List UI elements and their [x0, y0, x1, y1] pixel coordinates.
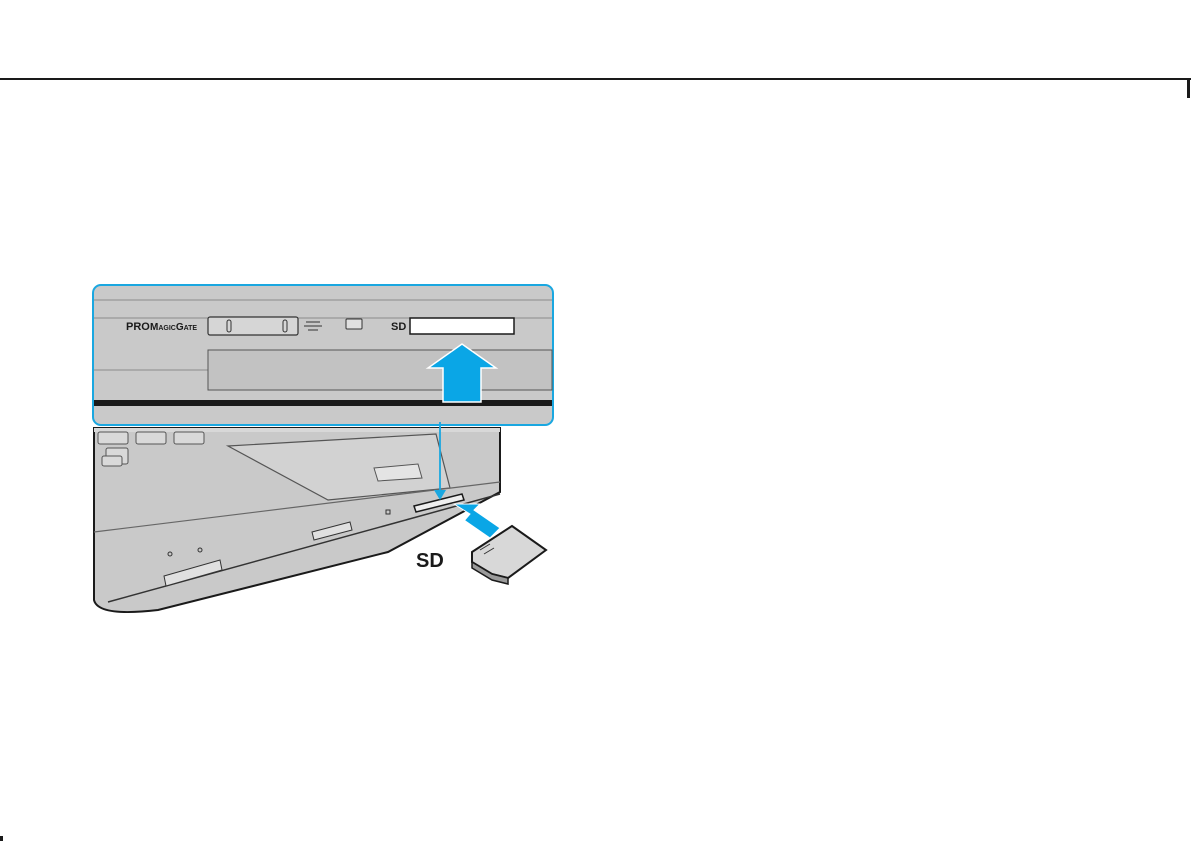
sd-card-insertion-illustration: PRO MagicGate SD SD: [88, 282, 558, 622]
right-edge-mark: [1187, 78, 1190, 98]
sd-card-icon: [472, 526, 546, 584]
header-rule: [0, 78, 1191, 80]
callout-panel: [93, 285, 553, 425]
magicgate-label: MagicGate: [150, 322, 197, 333]
sd-slot-label: SD: [391, 321, 406, 333]
bottom-left-mark: [0, 836, 3, 841]
sd-card-label: SD: [416, 550, 444, 572]
pro-label: PRO: [126, 321, 150, 333]
